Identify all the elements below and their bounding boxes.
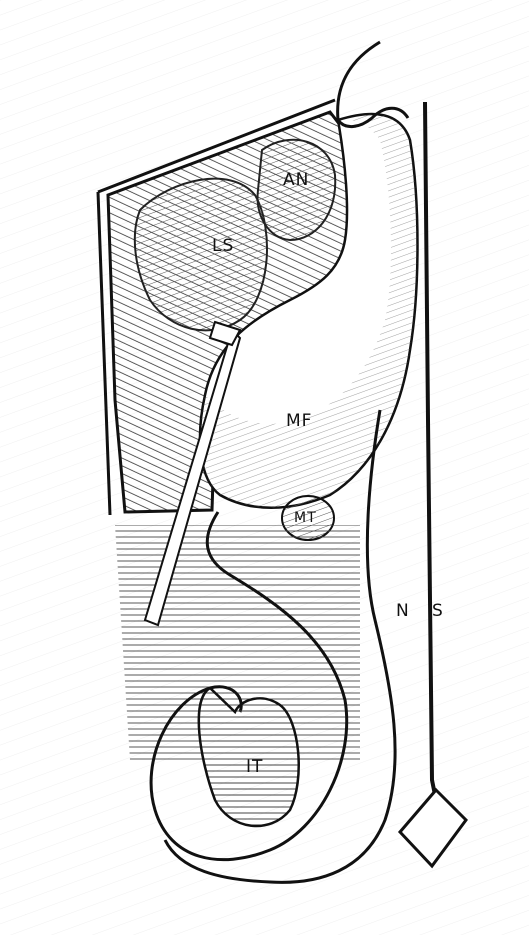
label-mt: MT: [294, 511, 317, 525]
label-an: AN: [283, 172, 309, 189]
label-ns-n: N: [396, 603, 410, 620]
label-ns-s: S: [432, 603, 444, 620]
label-ls: LS: [212, 238, 234, 255]
label-mf: MF: [286, 413, 312, 430]
label-it: IT: [246, 759, 263, 776]
ls-region: [135, 179, 267, 331]
